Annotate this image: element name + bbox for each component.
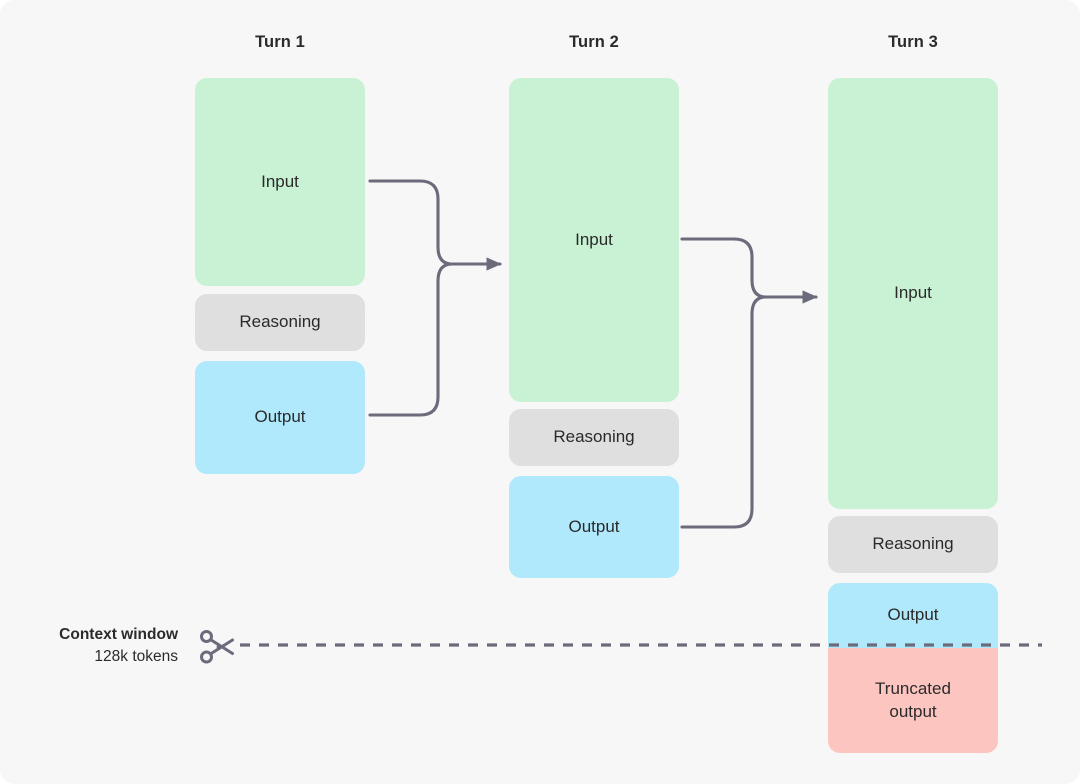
block-label: Reasoning (239, 312, 321, 332)
block-label: Output (568, 516, 620, 536)
block-turn1-reasoning: Reasoning (195, 294, 365, 351)
block-label: Output (887, 605, 939, 625)
block-turn1-input: Input (195, 78, 365, 286)
column-header-turn-1: Turn 1 (255, 33, 305, 51)
block-turn3-reasoning: Reasoning (828, 516, 998, 573)
block-turn3-output: Output (828, 583, 998, 648)
context-window-annotation: Context window 128k tokens (0, 624, 178, 669)
connector-turn1-to-turn2 (368, 179, 502, 417)
block-turn2-output: Output (509, 476, 679, 578)
context-window-cut-line (240, 643, 1042, 647)
context-window-title: Context window (59, 626, 178, 643)
column-header-turn-2: Turn 2 (569, 33, 619, 51)
block-turn2-reasoning: Reasoning (509, 409, 679, 466)
scissors-icon (200, 630, 234, 664)
context-window-subtitle: 128k tokens (94, 648, 178, 666)
block-label: Input (575, 229, 613, 249)
block-turn1-output: Output (195, 361, 365, 474)
block-label: Reasoning (553, 427, 635, 447)
block-label: Input (261, 171, 299, 191)
block-label: Truncated output (875, 679, 951, 721)
block-label: Input (894, 283, 932, 303)
block-turn2-input: Input (509, 78, 679, 402)
block-label: Reasoning (872, 534, 954, 554)
block-label: Output (254, 407, 306, 427)
block-turn3-input: Input (828, 78, 998, 509)
column-header-turn-3: Turn 3 (888, 33, 938, 51)
connector-turn2-to-turn3 (680, 237, 818, 529)
block-turn3-truncated-output: Truncated output (828, 648, 998, 753)
